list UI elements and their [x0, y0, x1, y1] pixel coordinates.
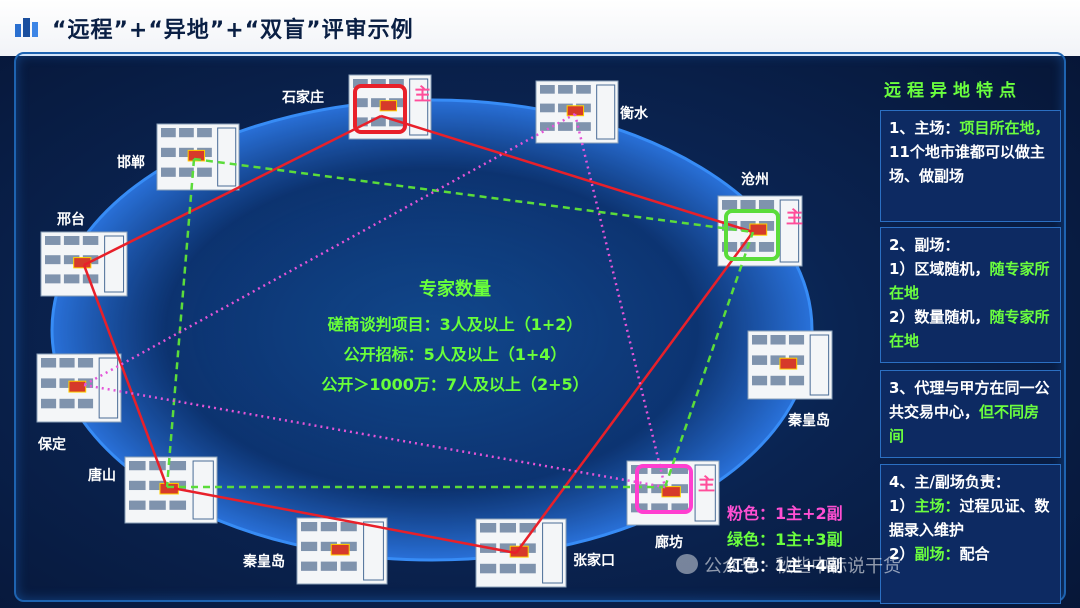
- feature-text: 11个地市谁都可以做主场、做副场: [889, 143, 1045, 185]
- city-label-langfang: 廊坊: [655, 535, 683, 551]
- feature-highlight: 随专家所在地: [889, 308, 1050, 350]
- city-label-xingtai: 邢台: [57, 212, 85, 228]
- link-red-zhangjiakou-cangzhou: [514, 231, 755, 554]
- expert-rule-line: 公开＞1000万：7人及以上（2+5）: [321, 375, 589, 394]
- main-venue-box-langfang: [635, 464, 693, 514]
- feature-text: 3、代理与甲方在同一公共交易中心，: [889, 379, 1050, 421]
- expert-rule-line: 公开招标：5人及以上（1+4）: [343, 345, 567, 364]
- feature-highlight: 项目所在地，: [959, 119, 1050, 137]
- link-pink-hengshui-langfang: [573, 113, 667, 488]
- expert-rule-line: 磋商谈判项目：3人及以上（1+2）: [327, 315, 583, 334]
- floorplan-qinhuangdao_bottom: [296, 517, 388, 585]
- page-title: “远程”+“异地”+“双盲”评审示例: [52, 18, 414, 43]
- link-pink-baoding-langfang: [83, 383, 666, 489]
- city-label-shijiazhuang: 石家庄: [282, 90, 324, 106]
- feature-text: 1、主场：: [889, 119, 960, 137]
- region-oval: [50, 98, 814, 562]
- floorplan-qinhuangdao_right: [747, 330, 833, 400]
- feature-box-main-venue: 1、主场：项目所在地， 11个地市谁都可以做主场、做副场: [880, 110, 1061, 222]
- floorplan-tangshan: [124, 456, 218, 524]
- floorplan-zhangjiakou: [475, 518, 567, 588]
- legend-red: 红色：1主+4副: [727, 556, 843, 575]
- link-red-shijiazhuang-cangzhou: [380, 114, 754, 234]
- feature-text: 1）区域随机，: [889, 260, 990, 278]
- feature-text: 2）数量随机，: [889, 308, 990, 326]
- city-label-qinhuangdao-right: 秦皇岛: [788, 413, 830, 429]
- city-label-zhangjiakou: 张家口: [573, 553, 615, 569]
- floorplan-cangzhou: [717, 195, 803, 267]
- link-red-tangshan-zhangjiakou: [166, 485, 517, 555]
- city-label-tangshan: 唐山: [88, 468, 116, 484]
- feature-highlight: 随专家所在地: [889, 260, 1050, 302]
- feature-text: 配合: [959, 545, 990, 563]
- city-label-cangzhou: 沧州: [741, 172, 769, 188]
- link-red-xingtai-tangshan: [82, 264, 169, 488]
- header-bar: “远程”+“异地”+“双盲”评审示例: [0, 0, 1080, 56]
- feature-highlight: 主场：: [914, 497, 960, 515]
- feature-highlight: 但不同房间: [889, 403, 1040, 445]
- feature-box-agency: 3、代理与甲方在同一公共交易中心，但不同房间: [880, 370, 1061, 458]
- main-venue-marker: 主: [414, 85, 431, 105]
- main-venue-box-shijiazhuang: [353, 84, 407, 134]
- link-green-langfang-cangzhou: [663, 231, 755, 488]
- feature-text: 过程见证、数据录入维护: [889, 497, 1050, 539]
- feature-highlight: 副场：: [914, 545, 960, 563]
- floorplan-handan: [156, 123, 240, 191]
- expert-count-heading: 专家数量: [419, 279, 491, 300]
- city-label-handan: 邯郸: [117, 155, 145, 171]
- city-label-hengshui: 衡水: [620, 106, 648, 122]
- legend-green: 绿色：1主+3副: [727, 530, 843, 549]
- feature-box-responsibility: 4、主/副场负责： 1）主场：过程见证、数据录入维护 2）副场：配合: [880, 464, 1061, 604]
- main-venue-box-cangzhou: [724, 209, 780, 261]
- building-icon: [15, 18, 38, 37]
- legend-pink: 粉色：1主+2副: [727, 504, 843, 523]
- main-venue-marker: 主: [786, 208, 803, 228]
- city-label-baoding: 保定: [38, 437, 66, 453]
- floorplan-baoding: [36, 353, 122, 423]
- content-frame: [14, 52, 1066, 602]
- features-title: 远程异地特点: [884, 81, 1022, 101]
- link-green-handan-cangzhou: [193, 157, 754, 234]
- floorplan-hengshui: [535, 80, 619, 144]
- feature-text: 2）: [889, 545, 915, 563]
- feature-box-sub-venue: 2、副场： 1）区域随机，随专家所在地 2）数量随机，随专家所在地: [880, 227, 1061, 363]
- link-red-shijiazhuang-xingtai: [83, 114, 382, 267]
- feature-text: 1）: [889, 497, 915, 515]
- feature-text: 4、主/副场负责：: [889, 473, 1010, 491]
- wechat-icon: [676, 554, 698, 574]
- link-green-handan-tangshan: [165, 158, 196, 488]
- main-venue-marker: 主: [698, 475, 715, 495]
- watermark: 公众号 · 秋些中标说干货: [704, 556, 902, 577]
- feature-text: 2、副场：: [889, 236, 960, 254]
- city-label-qinhuangdao-bottom: 秦皇岛: [243, 554, 285, 570]
